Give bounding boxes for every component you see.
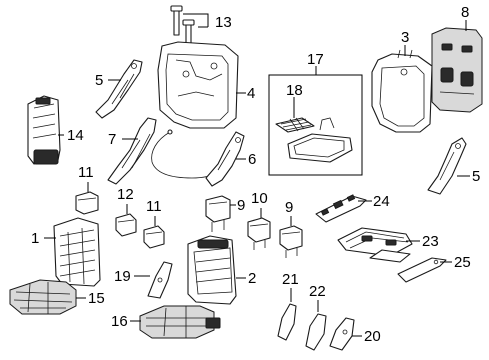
part-17-box [268, 74, 363, 176]
part-25-trim-strip [397, 257, 447, 283]
part-12-cap [115, 213, 137, 237]
callout-20: 20 [364, 328, 381, 345]
part-3-back-frame [371, 49, 433, 133]
callout-3: 3 [401, 29, 409, 46]
part-16-seat-cushion [139, 305, 221, 339]
callout-18: 18 [286, 82, 303, 99]
part-11-right-cap [143, 225, 165, 249]
callout-2: 2 [248, 270, 256, 287]
callout-12: 12 [117, 186, 134, 203]
callout-1: 1 [31, 230, 39, 247]
part-9-left-headrest [205, 195, 231, 232]
callout-25: 25 [454, 254, 471, 271]
callout-7: 7 [108, 131, 116, 148]
callout-16: 16 [111, 313, 128, 330]
leader-13 [200, 13, 209, 27]
part-6-cable-and-lever [151, 129, 245, 187]
part-23-seat-track [337, 227, 413, 263]
part-1-back-cushion [53, 217, 101, 287]
part-5-left-bracket [95, 59, 143, 119]
callout-21: 21 [282, 271, 299, 288]
part-22-trim-cover [305, 313, 327, 351]
part-2-seat-back [187, 235, 237, 305]
callout-13: 13 [215, 14, 232, 31]
part-18-pad [275, 117, 315, 133]
callout-4: 4 [247, 85, 255, 102]
callout-23: 23 [422, 233, 439, 250]
callout-6: 6 [248, 151, 256, 168]
part-10-headrest [247, 217, 271, 250]
callout-24: 24 [373, 193, 390, 210]
callout-9b: 9 [285, 199, 293, 216]
callout-5b: 5 [472, 168, 480, 185]
callout-5a: 5 [95, 72, 103, 89]
callout-8: 8 [461, 4, 469, 21]
part-7-side-bracket [107, 117, 157, 185]
callout-17: 17 [307, 51, 324, 68]
part-4-seat-back-frame [157, 41, 239, 129]
callout-11b: 11 [146, 198, 162, 215]
callout-15: 15 [88, 290, 105, 307]
callout-14: 14 [67, 127, 84, 144]
callout-22: 22 [309, 283, 326, 300]
part-20-trim-cover [329, 317, 355, 351]
part-21-trim-cover [277, 303, 297, 341]
callout-19: 19 [114, 268, 131, 285]
part-14-side-shield [27, 95, 61, 165]
part-11-left-cap [75, 191, 99, 215]
part-19-trim [147, 261, 173, 299]
part-5-right-bracket [427, 137, 467, 195]
callout-10: 10 [251, 190, 268, 207]
part-17-seat-pan [287, 117, 353, 163]
part-8-back-panel [431, 27, 483, 113]
part-9-right-headrest [279, 225, 303, 258]
part-13-bolts [170, 5, 195, 44]
part-24-hinge-plate [315, 194, 367, 223]
part-15-seat-cushion [9, 279, 77, 315]
callout-9a: 9 [237, 197, 245, 214]
callout-11a: 11 [78, 164, 94, 181]
